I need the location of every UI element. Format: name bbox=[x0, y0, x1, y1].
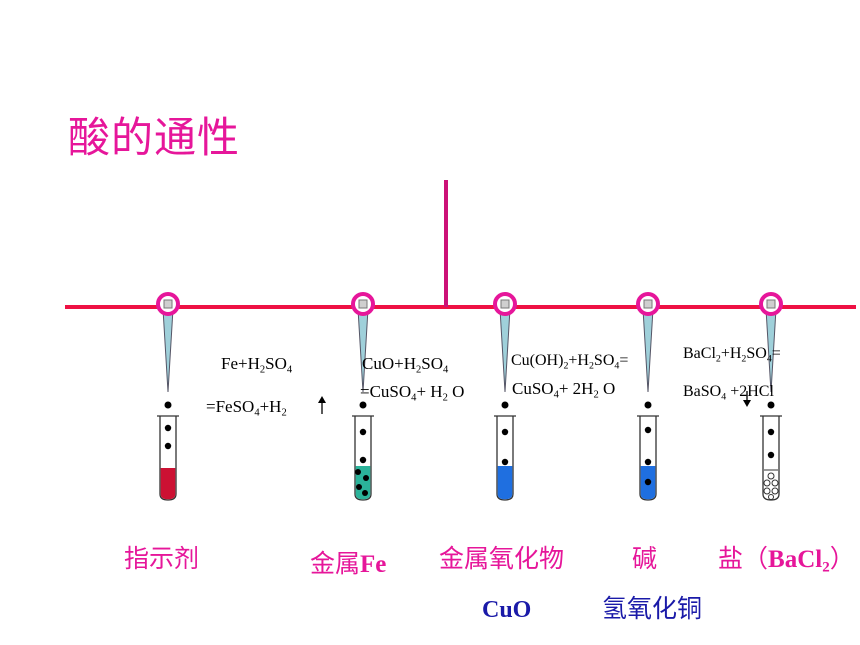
pointer bbox=[499, 308, 511, 393]
pointer bbox=[162, 308, 174, 393]
label-metal: 金属Fe bbox=[310, 549, 387, 578]
equation-bacl-line2: BaSO4+2HCl bbox=[683, 383, 774, 403]
test-tube-precipitate bbox=[760, 415, 782, 501]
equation-cuoh-line2: CuSO4+ 2H2 O bbox=[512, 379, 616, 401]
node-metal bbox=[351, 292, 375, 393]
test-tube-blue bbox=[494, 415, 516, 501]
equation-fe-line2: =FeSO4+H2 bbox=[206, 397, 287, 419]
drop bbox=[359, 401, 367, 409]
sublabel-cuo: CuO bbox=[482, 597, 532, 623]
gas-up-arrow bbox=[318, 396, 326, 414]
drop bbox=[767, 401, 775, 409]
drop bbox=[164, 401, 172, 409]
equation-bacl-line1: BaCl2+H2SO4= bbox=[683, 345, 781, 365]
drop bbox=[501, 401, 509, 409]
pointer bbox=[642, 308, 654, 393]
equation-fe-line1: Fe+H2SO4 bbox=[221, 354, 293, 376]
test-tube-teal bbox=[352, 415, 374, 501]
label-salt: 盐（BaCl2） bbox=[718, 544, 855, 576]
sublabel-copper-hydroxide: 氢氧化铜 bbox=[602, 594, 703, 623]
equation-cuoh-line1: Cu(OH)2+H2SO4= bbox=[511, 352, 629, 372]
liquid bbox=[160, 468, 176, 500]
precipitate-down-arrow bbox=[743, 391, 751, 407]
liquid bbox=[497, 466, 513, 500]
test-tube-red bbox=[157, 415, 179, 501]
test-tube-blue-2 bbox=[637, 415, 659, 501]
pointer bbox=[357, 308, 369, 393]
label-metal-oxide: 金属氧化物 bbox=[439, 544, 565, 573]
page-title: 酸的通性 bbox=[68, 113, 241, 162]
label-indicator: 指示剂 bbox=[124, 544, 200, 573]
drop bbox=[644, 401, 652, 409]
node-base bbox=[636, 292, 660, 393]
node-indicator bbox=[156, 292, 180, 393]
node-salt bbox=[759, 292, 783, 393]
label-base: 碱 bbox=[632, 544, 658, 573]
equation-cuo-line1: CuO+H2SO4 bbox=[362, 354, 449, 376]
equation-cuo-line2: =CuSO4+ H2 O bbox=[360, 382, 465, 404]
node-metal-oxide bbox=[493, 292, 517, 393]
